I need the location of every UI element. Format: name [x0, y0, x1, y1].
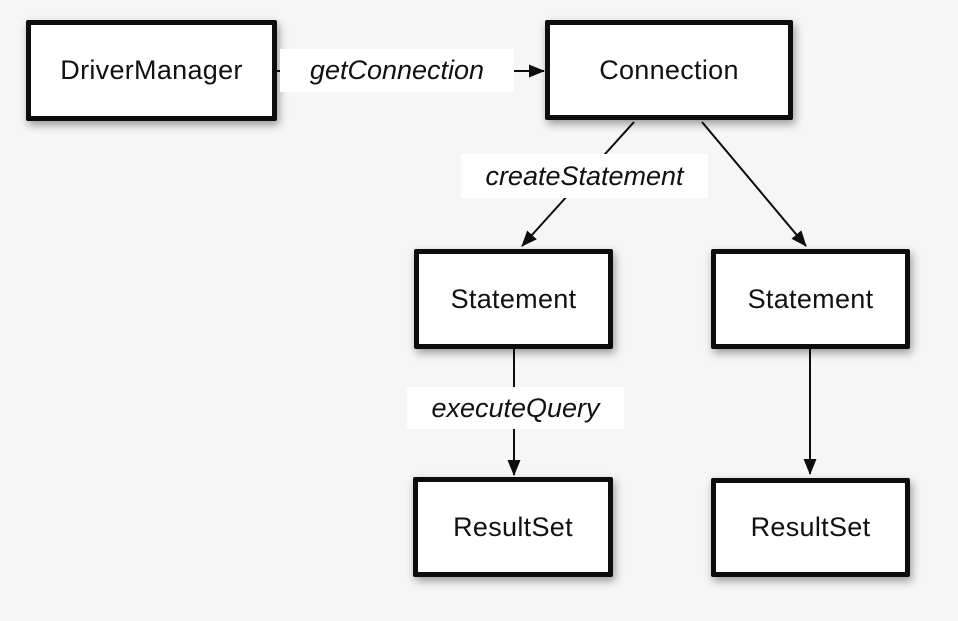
node-driver-manager: DriverManager — [26, 20, 277, 121]
node-resultset-right: ResultSet — [711, 478, 910, 577]
node-resultset-left: ResultSet — [413, 477, 613, 577]
node-connection: Connection — [545, 20, 793, 120]
node-statement-right: Statement — [711, 249, 910, 349]
node-resultset-right-label: ResultSet — [750, 512, 871, 542]
node-statement-right-label: Statement — [747, 283, 874, 314]
node-resultset-left-label: ResultSet — [453, 511, 573, 542]
edge-connection-to-statement-right-line — [701, 121, 807, 247]
edge-label-create-statement: createStatement — [461, 154, 708, 198]
node-driver-manager-label: DriverManager — [60, 55, 243, 85]
edge-label-get-connection: getConnection — [280, 49, 514, 92]
node-statement-left-label: Statement — [450, 283, 577, 314]
node-statement-left: Statement — [414, 249, 613, 349]
node-connection-label: Connection — [599, 54, 739, 85]
edge-label-execute-query: executeQuery — [407, 387, 624, 429]
